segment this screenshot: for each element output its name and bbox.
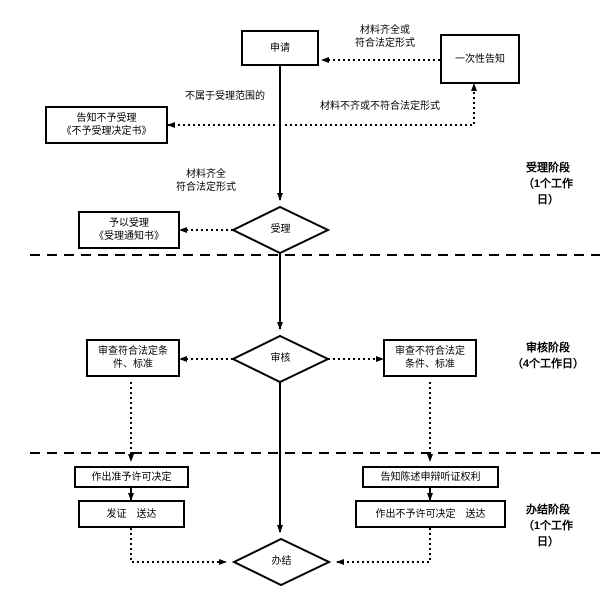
stage-label-completion-line2: （1个工作 bbox=[522, 520, 574, 532]
node-make-deny-decision[interactable]: 作出不予许可决定 送达 bbox=[355, 500, 506, 528]
node-grant-acceptance-line1: 予以受理 bbox=[109, 218, 149, 229]
edge-label-not-in-scope-line1: 不属于受理范围的 bbox=[185, 91, 265, 102]
node-review-conform-line2: 件、标准 bbox=[113, 359, 153, 370]
node-notify-statement-rights[interactable]: 告知陈述申辩听证权利 bbox=[362, 466, 499, 488]
stage-label-completion-line1: 办结阶段 bbox=[526, 504, 570, 516]
node-accept[interactable]: 受理 bbox=[233, 207, 328, 253]
node-apply[interactable]: 申请 bbox=[241, 30, 319, 66]
edge-label-materials-complete-or-legal: 材料齐全或 符合法定形式 bbox=[330, 24, 440, 50]
node-accept-label: 受理 bbox=[270, 224, 291, 235]
node-notify-reject-line1: 告知不予受理 bbox=[76, 113, 137, 124]
node-complete[interactable]: 办结 bbox=[234, 539, 329, 585]
node-review-conform[interactable]: 审查符合法定条 件、标准 bbox=[86, 339, 180, 377]
edge-label-materials-complete-or-legal-line2: 符合法定形式 bbox=[355, 38, 415, 49]
node-issue-certificate-label: 发证 送达 bbox=[106, 508, 157, 520]
stage-label-acceptance-line2: （1个工作 bbox=[522, 178, 574, 190]
node-make-permit-decision[interactable]: 作出准予许可决定 bbox=[74, 466, 189, 488]
stage-label-review-line1: 审核阶段 bbox=[526, 342, 570, 354]
node-notify-statement-rights-label: 告知陈述申辩听证权利 bbox=[380, 471, 481, 483]
node-make-permit-decision-label: 作出准予许可决定 bbox=[91, 471, 172, 483]
edge-label-materials-complete-legal: 材料齐全 符合法定形式 bbox=[151, 168, 261, 194]
edge-deny-to-complete bbox=[336, 528, 431, 565]
stage-label-acceptance: 受理阶段 （1个工作 日） bbox=[500, 160, 596, 208]
node-make-deny-decision-label: 作出不予许可决定 送达 bbox=[375, 508, 486, 520]
stage-label-completion-line3: 日） bbox=[537, 536, 559, 548]
node-review-conform-line1: 审查符合法定条 bbox=[98, 346, 168, 357]
node-notify-reject-acceptance[interactable]: 告知不予受理 《不予受理决定书》 bbox=[45, 106, 168, 144]
node-apply-label: 申请 bbox=[270, 42, 290, 54]
node-grant-acceptance-line2: 《受理通知书》 bbox=[94, 231, 164, 242]
edge-label-materials-complete-legal-line2: 符合法定形式 bbox=[176, 182, 236, 193]
node-review-not-conform[interactable]: 审查不符合法定 条件、标准 bbox=[383, 339, 477, 377]
node-notify-reject-line2: 《不予受理决定书》 bbox=[61, 126, 152, 137]
stage-label-acceptance-line1: 受理阶段 bbox=[526, 162, 570, 174]
node-one-time-notice[interactable]: 一次性告知 bbox=[440, 34, 520, 84]
edge-incomplete-materials-to-one-time-notice bbox=[285, 83, 477, 126]
edge-label-materials-incomplete: 材料不齐或不符合法定形式 bbox=[300, 100, 460, 113]
edge-issue-to-complete bbox=[130, 528, 227, 565]
node-issue-certificate[interactable]: 发证 送达 bbox=[78, 500, 185, 528]
complete-diamond-shape bbox=[231, 537, 332, 587]
edge-label-materials-complete-or-legal-line1: 材料齐全或 bbox=[360, 25, 410, 36]
edge-label-materials-complete-legal-line1: 材料齐全 bbox=[186, 169, 226, 180]
edge-label-not-in-scope: 不属于受理范围的 bbox=[170, 90, 280, 103]
stage-label-review-line2: （4个工作日） bbox=[511, 358, 585, 370]
node-complete-label: 办结 bbox=[271, 556, 292, 567]
node-one-time-notice-label: 一次性告知 bbox=[455, 53, 505, 65]
node-review[interactable]: 审核 bbox=[233, 336, 328, 382]
edge-label-materials-incomplete-line1: 材料不齐或不符合法定形式 bbox=[320, 101, 440, 112]
node-review-not-conform-line2: 条件、标准 bbox=[405, 359, 455, 370]
node-grant-acceptance[interactable]: 予以受理 《受理通知书》 bbox=[78, 211, 180, 249]
node-review-label: 审核 bbox=[270, 353, 291, 364]
accept-diamond-shape bbox=[230, 205, 331, 255]
stage-label-review: 审核阶段 （4个工作日） bbox=[500, 340, 596, 372]
stage-label-acceptance-line3: 日） bbox=[537, 194, 559, 206]
stage-label-completion: 办结阶段 （1个工作 日） bbox=[500, 502, 596, 550]
node-review-not-conform-line1: 审查不符合法定 bbox=[395, 346, 465, 357]
